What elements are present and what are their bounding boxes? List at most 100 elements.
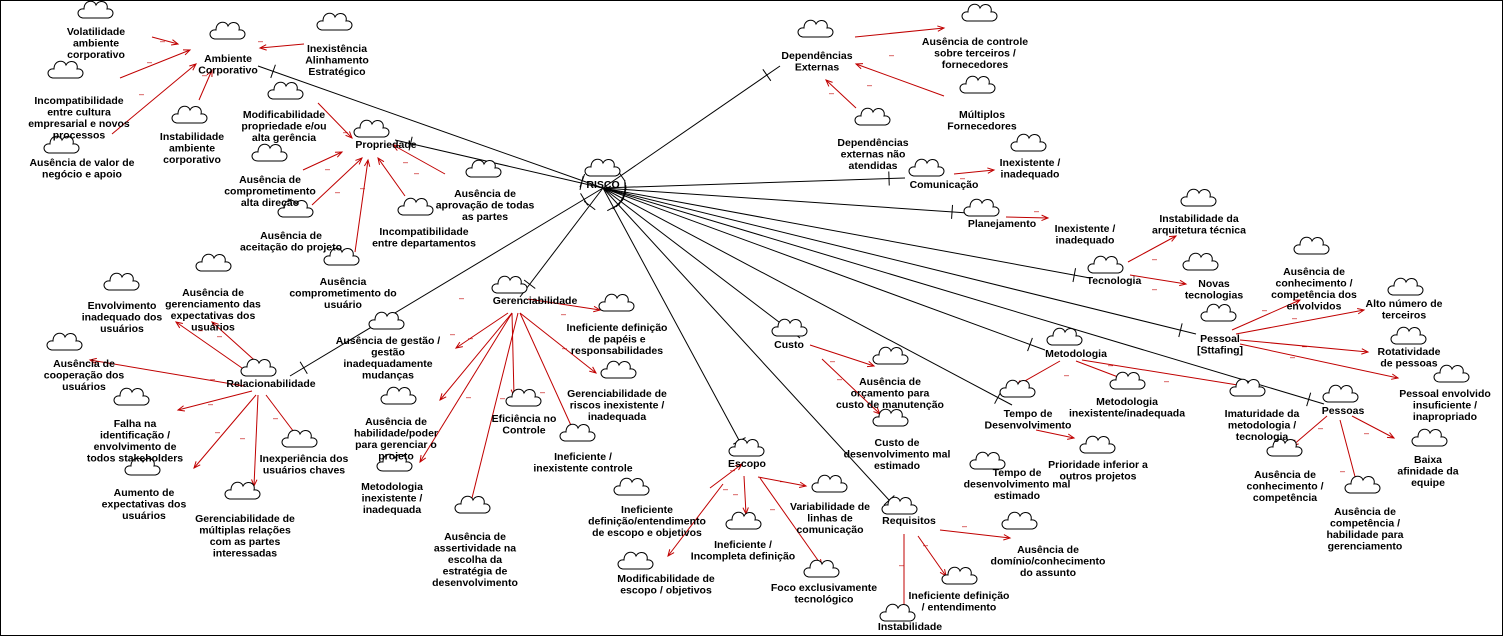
cloud-icon [969, 451, 1006, 470]
node-label-line: inadequado [1001, 169, 1060, 181]
node-label-line: alta direção [241, 197, 299, 209]
main-edge [602, 187, 969, 214]
edge-sign: – [837, 374, 842, 384]
node-label-line: Metodologia [1045, 348, 1107, 360]
cloud-icon [277, 199, 314, 218]
main-edge [519, 187, 604, 298]
node-label-inef-def-entend: Ineficiente definição/ entendimento [909, 590, 1010, 614]
cloud-icon [1180, 188, 1217, 207]
edge-sign: – [561, 309, 566, 319]
influence-arrow [119, 49, 191, 79]
node-label-line: Ineficiente [621, 504, 673, 516]
node-label-line: comunicação [796, 524, 863, 536]
node-label-line: inapropriado [1413, 411, 1477, 423]
influence-arrow [1235, 309, 1365, 335]
node-label-line: competência [1253, 492, 1317, 504]
node-label-line: Dependências [781, 50, 852, 62]
node-label-line: gestão [371, 347, 405, 359]
cloud-icon [380, 386, 417, 405]
edge-tick [299, 361, 308, 375]
node-label-line: negócio e apoio [42, 169, 122, 181]
cloud-icon [353, 119, 390, 138]
node-label-propriedade: Propriedade [355, 139, 416, 151]
node-label-line: Novas [1198, 278, 1230, 290]
node-label-line: Instabilidade [160, 131, 224, 143]
cloud-icon [999, 379, 1036, 398]
edge-sign: – [215, 427, 220, 437]
node-label-line: Ineficiente / [714, 539, 772, 551]
arrow-head [211, 321, 219, 329]
edge-tick [612, 199, 624, 210]
cloud-icon [103, 272, 140, 291]
node-label-line: identificação / [100, 430, 170, 442]
main-edge [602, 187, 1013, 406]
node-label-line: de pessoas [1380, 358, 1437, 370]
cloud-icon [1001, 511, 1038, 530]
cloud-icon [281, 429, 318, 448]
main-edge [602, 187, 901, 513]
edge-sign: – [335, 187, 340, 197]
node-label-line: inexistente/inadequada [1069, 408, 1185, 420]
influence-arrow [111, 63, 197, 135]
node-label-line: de escopo e objetivos [592, 527, 702, 539]
node-label-line: Desenvolvimento [985, 420, 1072, 432]
node-label-line: tecnológico [795, 594, 854, 606]
node-label-line: Rotatividade [1377, 346, 1440, 358]
node-label-line: Ausência de [1017, 544, 1079, 556]
node-label-line: estratégia de [443, 566, 508, 578]
node-label-line: inadequado dos [82, 312, 163, 324]
cloud-icon [598, 293, 635, 312]
influence-arrow [198, 69, 213, 101]
node-label-line: Alto número de [1365, 298, 1442, 310]
cloud-icon [613, 477, 650, 496]
node-label-line: Ausência de [1334, 506, 1396, 518]
edge-sign: – [343, 127, 348, 137]
influence-arrow [809, 344, 875, 367]
node-label-line: usuário [324, 299, 362, 311]
node-label-line: assertividade na [434, 543, 516, 555]
cloud-icon [854, 107, 891, 126]
node-label-line: Tecnologia [1087, 275, 1142, 287]
edge-sign: – [258, 36, 263, 46]
arrow-head [1361, 348, 1370, 355]
node-label-line: Foco exclusivamente [771, 582, 877, 594]
influence-arrow [511, 312, 515, 397]
node-label-line: Planejamento [968, 218, 1036, 230]
edge-sign: – [1302, 341, 1307, 351]
node-label-line: escopo / objetivos [620, 585, 712, 597]
arrow-head [667, 549, 675, 558]
edge-sign: – [770, 504, 775, 514]
node-label-line: Ausência de valor de [29, 157, 134, 169]
node-label-line: definição/entendimento [588, 516, 706, 528]
node-label-line: desenvolvimento mal [964, 479, 1071, 491]
main-edge [602, 187, 1197, 335]
node-label-line: arquitetura técnica [1152, 225, 1246, 237]
edge-sign: – [466, 392, 471, 402]
node-label-gerenciabilidade: Gerenciabilidade [493, 295, 578, 307]
node-label-line: Eficiência no [492, 413, 557, 425]
node-label-line: Ausência de [444, 531, 506, 543]
arrow-head [391, 144, 401, 151]
cloud-icon [323, 247, 360, 266]
influence-arrow [821, 358, 881, 415]
cloud-icon [617, 551, 654, 570]
node-label-line: as partes [462, 211, 508, 223]
node-label-line: Imaturidade da [1225, 408, 1300, 420]
arrow-head [439, 393, 447, 401]
node-label-line: Pessoal envolvido [1399, 388, 1491, 400]
